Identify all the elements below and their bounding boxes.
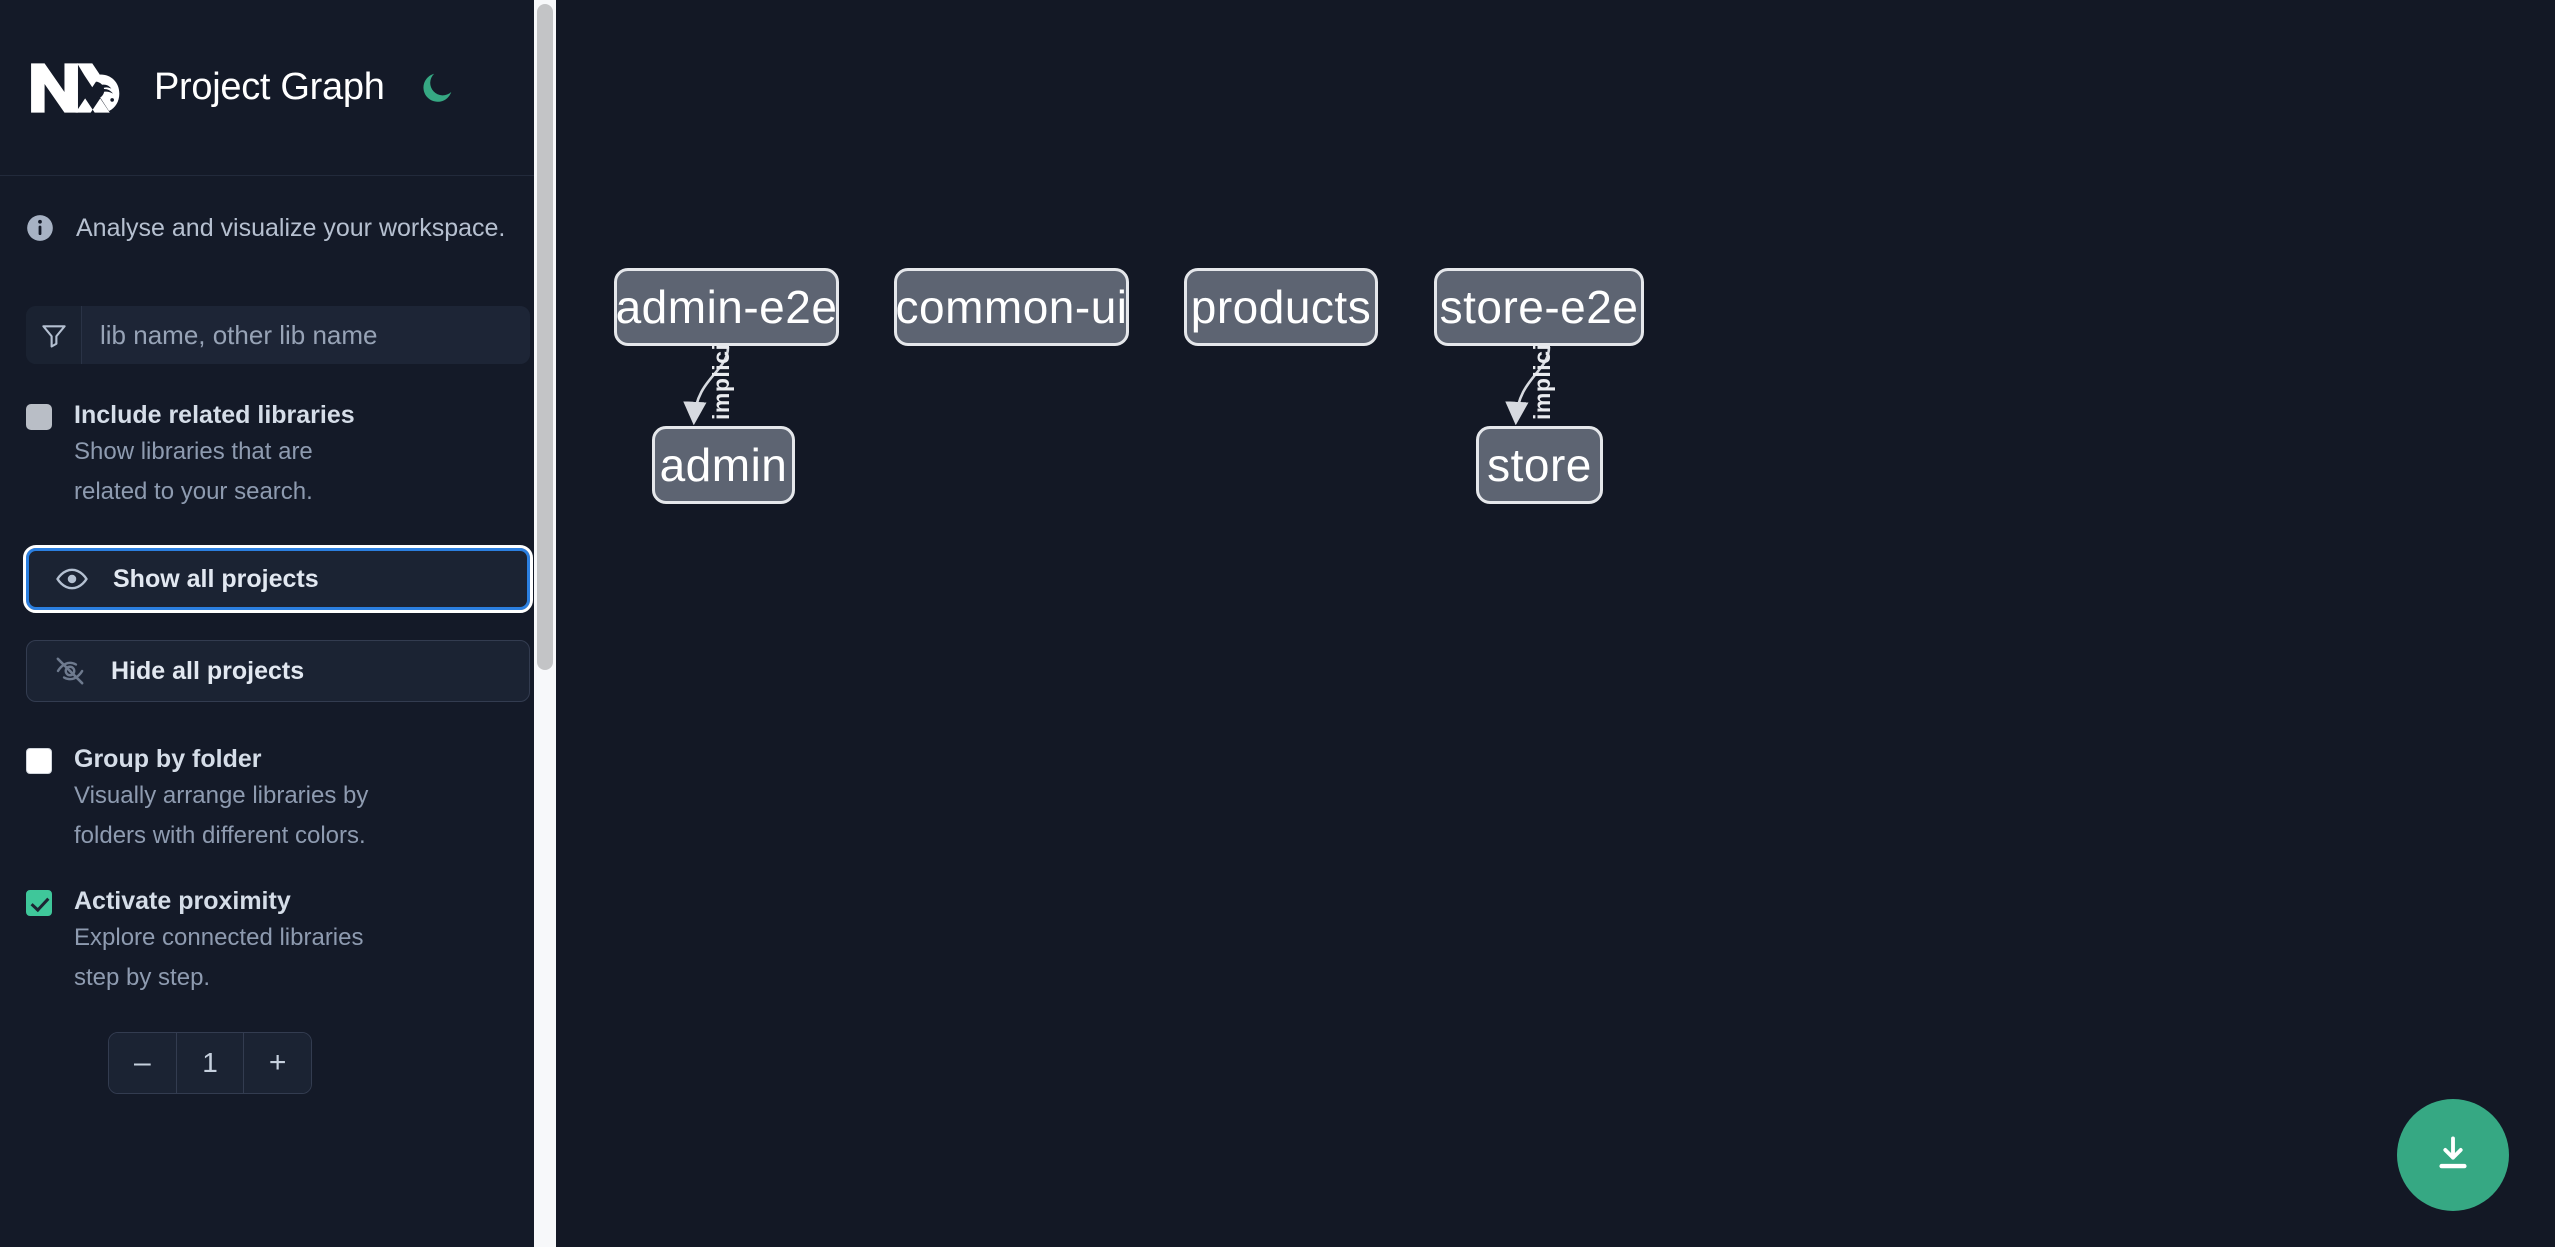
show-all-projects-button[interactable]: Show all projects [23, 545, 533, 613]
option-activate-proximity[interactable]: Activate proximity Explore connected lib… [0, 884, 556, 998]
proximity-increment-button[interactable]: + [244, 1033, 311, 1093]
download-icon [2431, 1132, 2475, 1179]
page-title: Project Graph [154, 66, 385, 108]
edge-label-store: implicit [1529, 335, 1555, 420]
option-include-related-libraries[interactable]: Include related libraries Show libraries… [0, 398, 556, 512]
funnel-icon [26, 306, 82, 364]
proximity-stepper[interactable]: – 1 + [108, 1032, 312, 1094]
proximity-decrement-button[interactable]: – [109, 1033, 176, 1093]
edge-label-admin: implicit [708, 335, 734, 420]
graph-node-admin-e2e[interactable]: admin-e2e [614, 268, 839, 346]
graph-node-common-ui[interactable]: common-ui [894, 268, 1129, 346]
moon-icon[interactable] [415, 66, 459, 110]
sidebar: Project Graph Analyse and visualize your… [0, 0, 556, 1247]
include-related-libraries-label: Include related libraries [74, 401, 355, 429]
show-all-projects-label: Show all projects [113, 564, 319, 593]
sidebar-description: Analyse and visualize your workspace. [0, 188, 556, 268]
graph-canvas[interactable]: implicit implicit admin-e2e common-ui pr… [556, 0, 2555, 1247]
hide-all-projects-button[interactable]: Hide all projects [26, 640, 530, 702]
option-group-by-folder[interactable]: Group by folder Visually arrange librari… [0, 742, 556, 856]
sidebar-scrollbar[interactable] [534, 0, 556, 1247]
search-input[interactable] [82, 306, 530, 364]
activate-proximity-description: Explore connected libraries step by step… [74, 924, 364, 991]
download-button[interactable] [2397, 1099, 2509, 1211]
sidebar-header: Project Graph [0, 0, 556, 176]
group-by-folder-label: Group by folder [74, 745, 262, 773]
filter-field[interactable] [26, 306, 530, 364]
group-by-folder-checkbox[interactable] [26, 748, 52, 774]
sidebar-description-text: Analyse and visualize your workspace. [76, 213, 506, 242]
activate-proximity-checkbox[interactable] [26, 890, 52, 916]
eye-icon [55, 562, 89, 596]
eye-slash-icon [53, 654, 87, 688]
group-by-folder-description: Visually arrange libraries by folders wi… [74, 782, 369, 849]
graph-edges [683, 346, 1551, 426]
proximity-value: 1 [175, 1033, 245, 1093]
graph-node-products[interactable]: products [1184, 268, 1378, 346]
graph-node-store-e2e[interactable]: store-e2e [1434, 268, 1644, 346]
graph-node-admin[interactable]: admin [652, 426, 795, 504]
nx-logo-icon [26, 57, 122, 119]
graph-node-store[interactable]: store [1476, 426, 1603, 504]
include-related-libraries-checkbox[interactable] [26, 404, 52, 430]
info-icon [26, 214, 54, 242]
include-related-libraries-description: Show libraries that are related to your … [74, 438, 313, 505]
activate-proximity-label: Activate proximity [74, 887, 291, 915]
hide-all-projects-label: Hide all projects [111, 656, 305, 685]
sidebar-scrollbar-thumb[interactable] [537, 4, 553, 670]
